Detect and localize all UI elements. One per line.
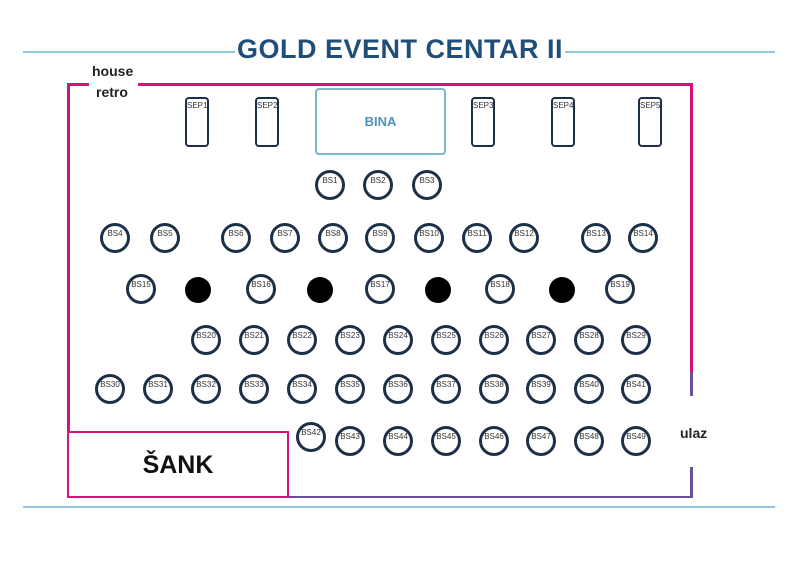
table-bs29[interactable]: BS29 (621, 325, 651, 355)
separee-sep1[interactable]: SEP1 (185, 97, 209, 147)
wall-right-lower (690, 372, 693, 396)
table-bs7[interactable]: BS7 (270, 223, 300, 253)
wall-bottom (288, 496, 693, 498)
bottom-rule (23, 506, 775, 508)
table-bs27[interactable]: BS27 (526, 325, 556, 355)
table-bs18[interactable]: BS18 (485, 274, 515, 304)
table-bs22[interactable]: BS22 (287, 325, 317, 355)
house-label: house (92, 63, 134, 79)
table-bs3[interactable]: BS3 (412, 170, 442, 200)
table-bs23[interactable]: BS23 (335, 325, 365, 355)
table-bs9[interactable]: BS9 (365, 223, 395, 253)
table-bs42[interactable]: BS42 (296, 422, 326, 452)
wall-left (67, 83, 70, 433)
table-bs34[interactable]: BS34 (287, 374, 317, 404)
table-bs19[interactable]: BS19 (605, 274, 635, 304)
table-bs5[interactable]: BS5 (150, 223, 180, 253)
table-bs41[interactable]: BS41 (621, 374, 651, 404)
table-bs31[interactable]: BS31 (143, 374, 173, 404)
table-bs16[interactable]: BS16 (246, 274, 276, 304)
retro-label: retro (96, 84, 128, 100)
table-bs11[interactable]: BS11 (462, 223, 492, 253)
pillar (307, 277, 333, 303)
table-bs40[interactable]: BS40 (574, 374, 604, 404)
table-bs43[interactable]: BS43 (335, 426, 365, 456)
pillar (185, 277, 211, 303)
wall-top (138, 83, 693, 86)
pillar (425, 277, 451, 303)
separee-sep4[interactable]: SEP4 (551, 97, 575, 147)
pillar (549, 277, 575, 303)
table-bs47[interactable]: BS47 (526, 426, 556, 456)
table-bs49[interactable]: BS49 (621, 426, 651, 456)
table-bs25[interactable]: BS25 (431, 325, 461, 355)
title-rule-right (565, 51, 775, 53)
table-bs32[interactable]: BS32 (191, 374, 221, 404)
table-bs4[interactable]: BS4 (100, 223, 130, 253)
table-bs15[interactable]: BS15 (126, 274, 156, 304)
table-bs26[interactable]: BS26 (479, 325, 509, 355)
table-bs8[interactable]: BS8 (318, 223, 348, 253)
table-bs39[interactable]: BS39 (526, 374, 556, 404)
wall-right-entrance (690, 467, 693, 498)
table-bs13[interactable]: BS13 (581, 223, 611, 253)
table-bs46[interactable]: BS46 (479, 426, 509, 456)
title-rule-left (23, 51, 235, 53)
table-bs20[interactable]: BS20 (191, 325, 221, 355)
bar[interactable]: ŠANK (67, 431, 289, 498)
wall-right (690, 83, 693, 373)
table-bs38[interactable]: BS38 (479, 374, 509, 404)
table-bs48[interactable]: BS48 (574, 426, 604, 456)
table-bs12[interactable]: BS12 (509, 223, 539, 253)
entrance-label: ulaz (680, 425, 708, 441)
separee-sep5[interactable]: SEP5 (638, 97, 662, 147)
wall-top-left (67, 83, 89, 86)
table-bs35[interactable]: BS35 (335, 374, 365, 404)
table-bs2[interactable]: BS2 (363, 170, 393, 200)
table-bs30[interactable]: BS30 (95, 374, 125, 404)
table-bs24[interactable]: BS24 (383, 325, 413, 355)
table-bs21[interactable]: BS21 (239, 325, 269, 355)
page-title: GOLD EVENT CENTAR II (236, 34, 563, 64)
separee-sep2[interactable]: SEP2 (255, 97, 279, 147)
separee-sep3[interactable]: SEP3 (471, 97, 495, 147)
table-bs17[interactable]: BS17 (365, 274, 395, 304)
table-bs6[interactable]: BS6 (221, 223, 251, 253)
table-bs36[interactable]: BS36 (383, 374, 413, 404)
stage[interactable]: BINA (315, 88, 446, 155)
table-bs14[interactable]: BS14 (628, 223, 658, 253)
table-bs37[interactable]: BS37 (431, 374, 461, 404)
table-bs33[interactable]: BS33 (239, 374, 269, 404)
table-bs10[interactable]: BS10 (414, 223, 444, 253)
table-bs45[interactable]: BS45 (431, 426, 461, 456)
table-bs44[interactable]: BS44 (383, 426, 413, 456)
table-bs1[interactable]: BS1 (315, 170, 345, 200)
table-bs28[interactable]: BS28 (574, 325, 604, 355)
